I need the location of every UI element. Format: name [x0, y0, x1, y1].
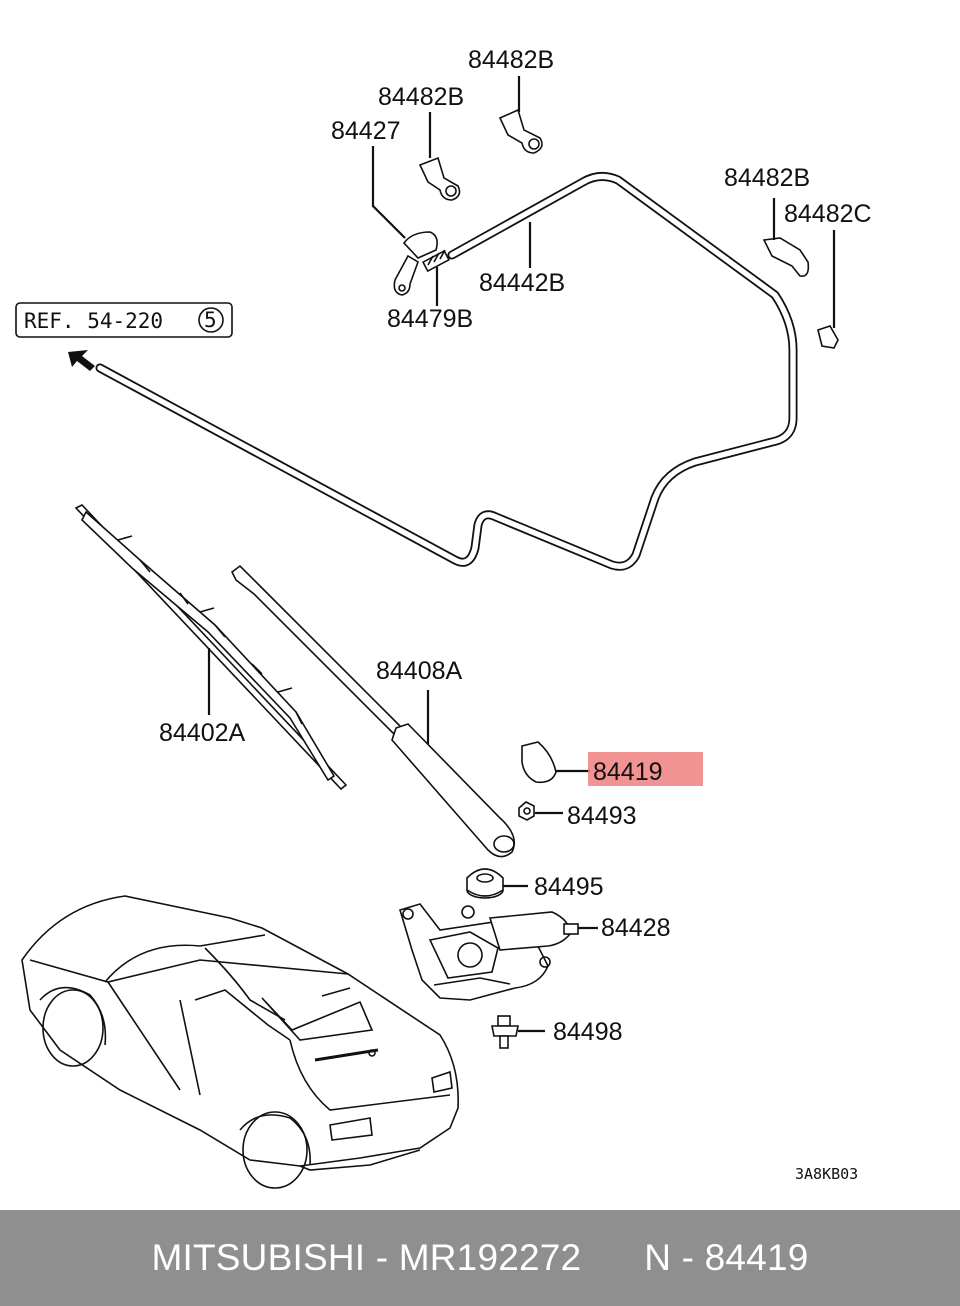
leader-lines	[207, 76, 836, 1033]
parts-diagram: REF. 54-220 5	[15, 46, 872, 1189]
hose-clip-c	[817, 325, 839, 349]
wiper-blade	[74, 504, 348, 791]
hose-joint	[421, 249, 451, 273]
label-84482B-top: 84482B	[468, 46, 554, 74]
pivot-nut	[518, 801, 535, 821]
label-84402A: 84402A	[159, 719, 246, 747]
washer-hose	[95, 172, 798, 571]
car-illustration	[21, 895, 459, 1189]
label-84493: 84493	[567, 802, 637, 830]
reference-label: REF. 54-220	[24, 309, 163, 333]
label-84419: 84419	[593, 758, 663, 786]
label-84482B-right: 84482B	[724, 164, 810, 192]
pivot-cap	[521, 741, 557, 784]
label-84498: 84498	[553, 1018, 623, 1046]
mounting-bolt	[491, 1015, 519, 1049]
reference-arrow-icon	[68, 350, 95, 371]
wiper-motor	[399, 903, 579, 1001]
label-84495: 84495	[534, 873, 604, 901]
label-84428: 84428	[601, 914, 671, 942]
hose-clip-left	[418, 156, 461, 201]
hose-clip-top	[498, 108, 543, 154]
label-84479B: 84479B	[387, 305, 473, 333]
wiper-arm	[230, 564, 516, 858]
footer-text: MITSUBISHI - MR192272 N - 84419	[151, 1237, 809, 1278]
label-84427: 84427	[331, 117, 401, 145]
reference-circle-number: 5	[204, 308, 217, 332]
hose-clip-right	[762, 237, 810, 278]
highlight-box	[588, 752, 703, 786]
washer-nozzle	[393, 231, 438, 296]
label-84482C: 84482C	[784, 200, 872, 228]
reference-box: REF. 54-220 5	[15, 302, 233, 338]
footer-bar: MITSUBISHI - MR192272 N - 84419	[0, 1210, 960, 1306]
label-84442B: 84442B	[479, 269, 565, 297]
label-84408A: 84408A	[376, 657, 463, 685]
diagram-code: 3A8KB03	[795, 1165, 858, 1183]
label-84482B-left: 84482B	[378, 83, 464, 111]
grommet	[466, 868, 504, 899]
